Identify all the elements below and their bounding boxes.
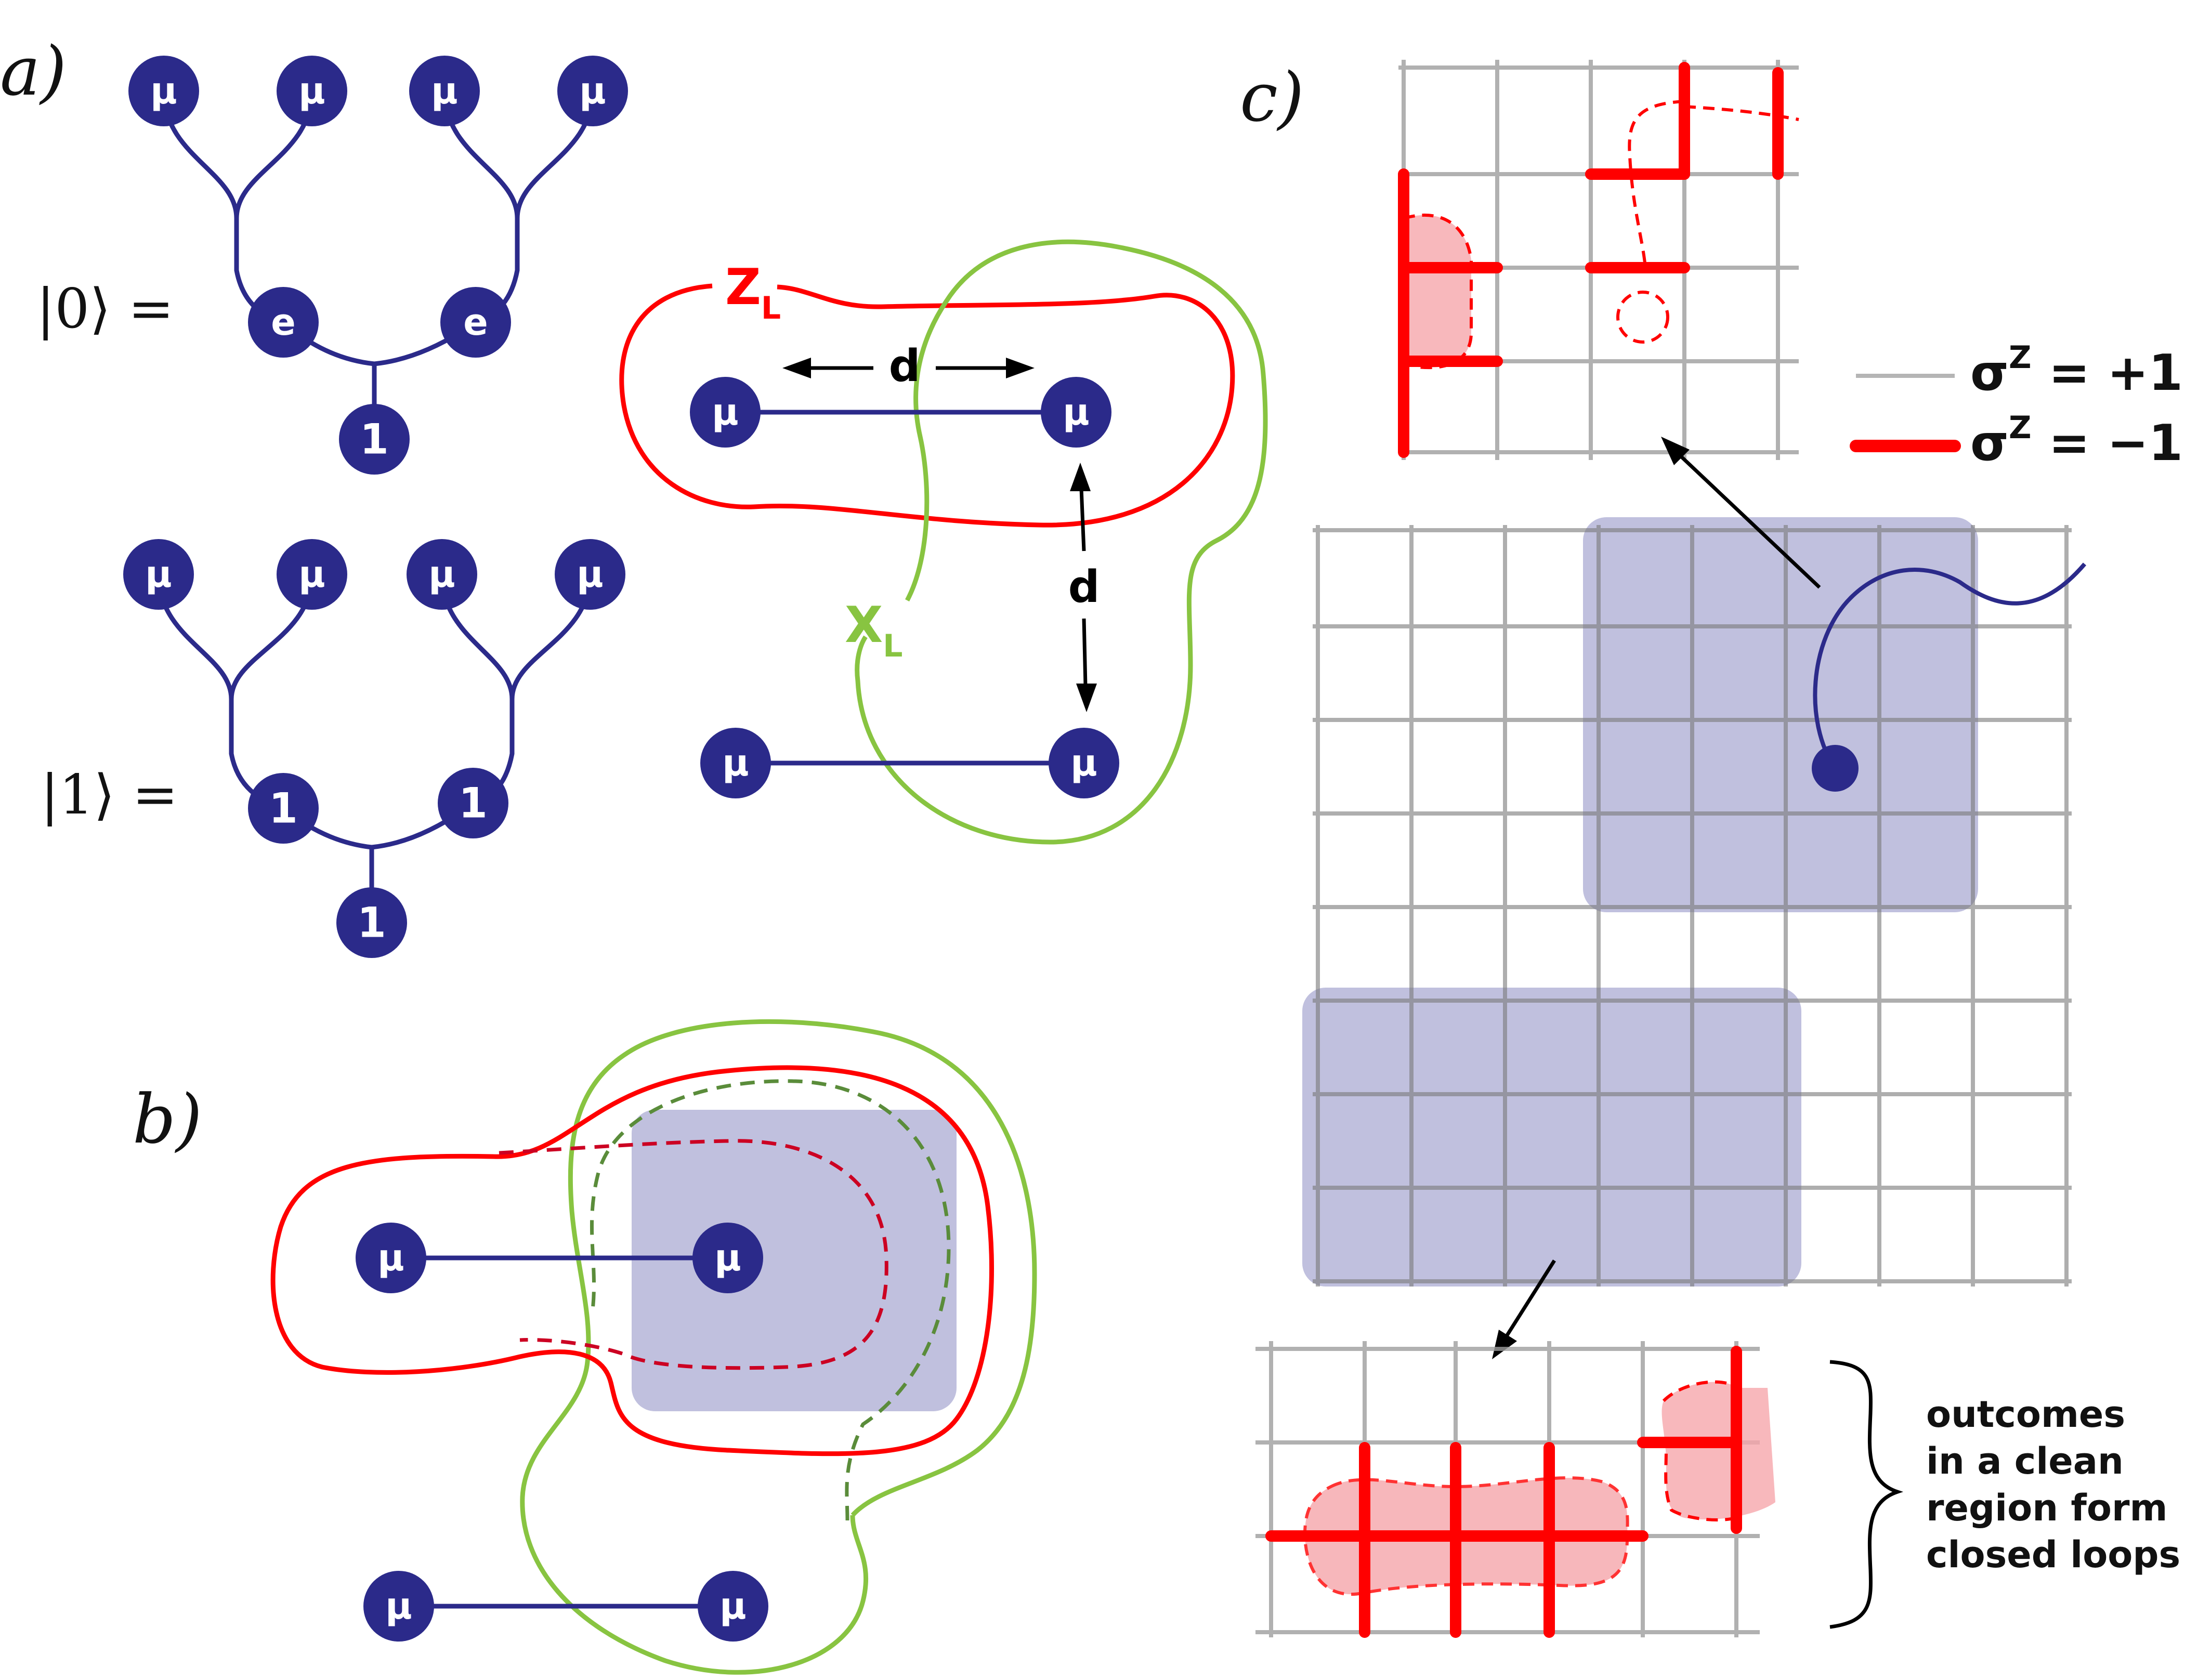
logical-node-4: μ — [1070, 742, 1097, 784]
tree0-root: 1 — [360, 415, 389, 464]
panel-b-region — [632, 1110, 957, 1411]
particle-dot — [1812, 745, 1859, 792]
panel-label-c: c) — [1240, 58, 1304, 137]
distance-arrow-vertical — [1070, 463, 1097, 712]
caption-line-1: outcomes — [1926, 1393, 2125, 1436]
panel-b-green-dashed — [590, 1079, 951, 1521]
caption-line-3: region form — [1926, 1487, 2167, 1529]
x-logical-label: XL — [845, 597, 902, 664]
z-logical-loop — [619, 283, 1235, 528]
ket-one-label: |1⟩ = — [41, 763, 178, 826]
logical-node-3: μ — [722, 742, 749, 784]
panel-c-main-grid — [1302, 437, 2087, 1359]
zoom-arrow-bottom — [1492, 1259, 1556, 1359]
tree1-leaf-3: μ — [428, 553, 455, 596]
tree1-mid-1: 1 — [269, 784, 298, 833]
panel-b-diagram: μ μ μ μ — [270, 1019, 1037, 1675]
legend-minus-label: σZ = −1 — [1970, 410, 2183, 472]
panel-b-node-3: μ — [385, 1585, 412, 1628]
tree0-leaf-4: μ — [579, 70, 606, 112]
tree0-leaf-1: μ — [150, 70, 177, 112]
caption-line-2: in a clean — [1926, 1440, 2124, 1482]
tree1-leaf-4: μ — [577, 553, 604, 596]
distance-arrow-horizontal — [782, 358, 1035, 378]
x-logical-loop — [855, 239, 1268, 845]
tree-zero — [161, 90, 595, 439]
tree0-leaf-2: μ — [298, 70, 325, 112]
panel-c-bottom-grid — [1255, 1341, 1775, 1638]
tree1-leaf-2: μ — [298, 553, 325, 596]
z-logical-label: ZL — [725, 259, 781, 326]
tree-one-nodes: μ μ μ μ 1 1 1 — [123, 539, 625, 958]
legend-plus-label: σZ = +1 — [1970, 339, 2183, 402]
logical-operators: μ μ μ μ ZL XL d d — [619, 239, 1268, 845]
distance-label-vertical: d — [1068, 561, 1100, 613]
panel-b-red-dashed — [499, 1139, 888, 1370]
tree0-mid-2: e — [463, 301, 488, 344]
tree0-leaf-3: μ — [431, 70, 458, 112]
logical-node-2: μ — [1063, 391, 1090, 434]
tree1-mid-2: 1 — [459, 779, 488, 828]
logical-node-1: μ — [712, 391, 739, 434]
panel-c-top-grid — [1398, 60, 1799, 460]
tree1-root: 1 — [357, 899, 386, 947]
ket-zero-label: |0⟩ = — [36, 277, 174, 340]
zoom-arrow-top — [1661, 437, 1821, 589]
caption-brace — [1829, 1360, 1904, 1629]
panel-c-legend: σZ = +1 σZ = −1 — [1850, 339, 2183, 472]
panel-label-b: b) — [133, 1080, 202, 1159]
panel-c-region-lower — [1302, 988, 1801, 1287]
panel-b-node-1: μ — [377, 1237, 404, 1279]
panel-label-a: a) — [0, 32, 67, 111]
tree0-mid-1: e — [271, 301, 295, 344]
particle-trajectory — [1813, 562, 2087, 770]
tree-one — [156, 574, 593, 923]
tree1-leaf-1: μ — [145, 553, 172, 596]
caption-line-4: closed loops — [1926, 1533, 2180, 1576]
distance-label-horizontal: d — [889, 340, 921, 392]
panel-b-green-loop — [520, 1019, 1037, 1675]
tree-zero-nodes: μ μ μ μ e e 1 — [128, 56, 628, 475]
panel-c-region-upper — [1583, 517, 1978, 912]
panel-b-node-4: μ — [719, 1585, 747, 1628]
panel-b-red-loop — [270, 1065, 994, 1456]
panel-b-node-2: μ — [714, 1237, 741, 1279]
